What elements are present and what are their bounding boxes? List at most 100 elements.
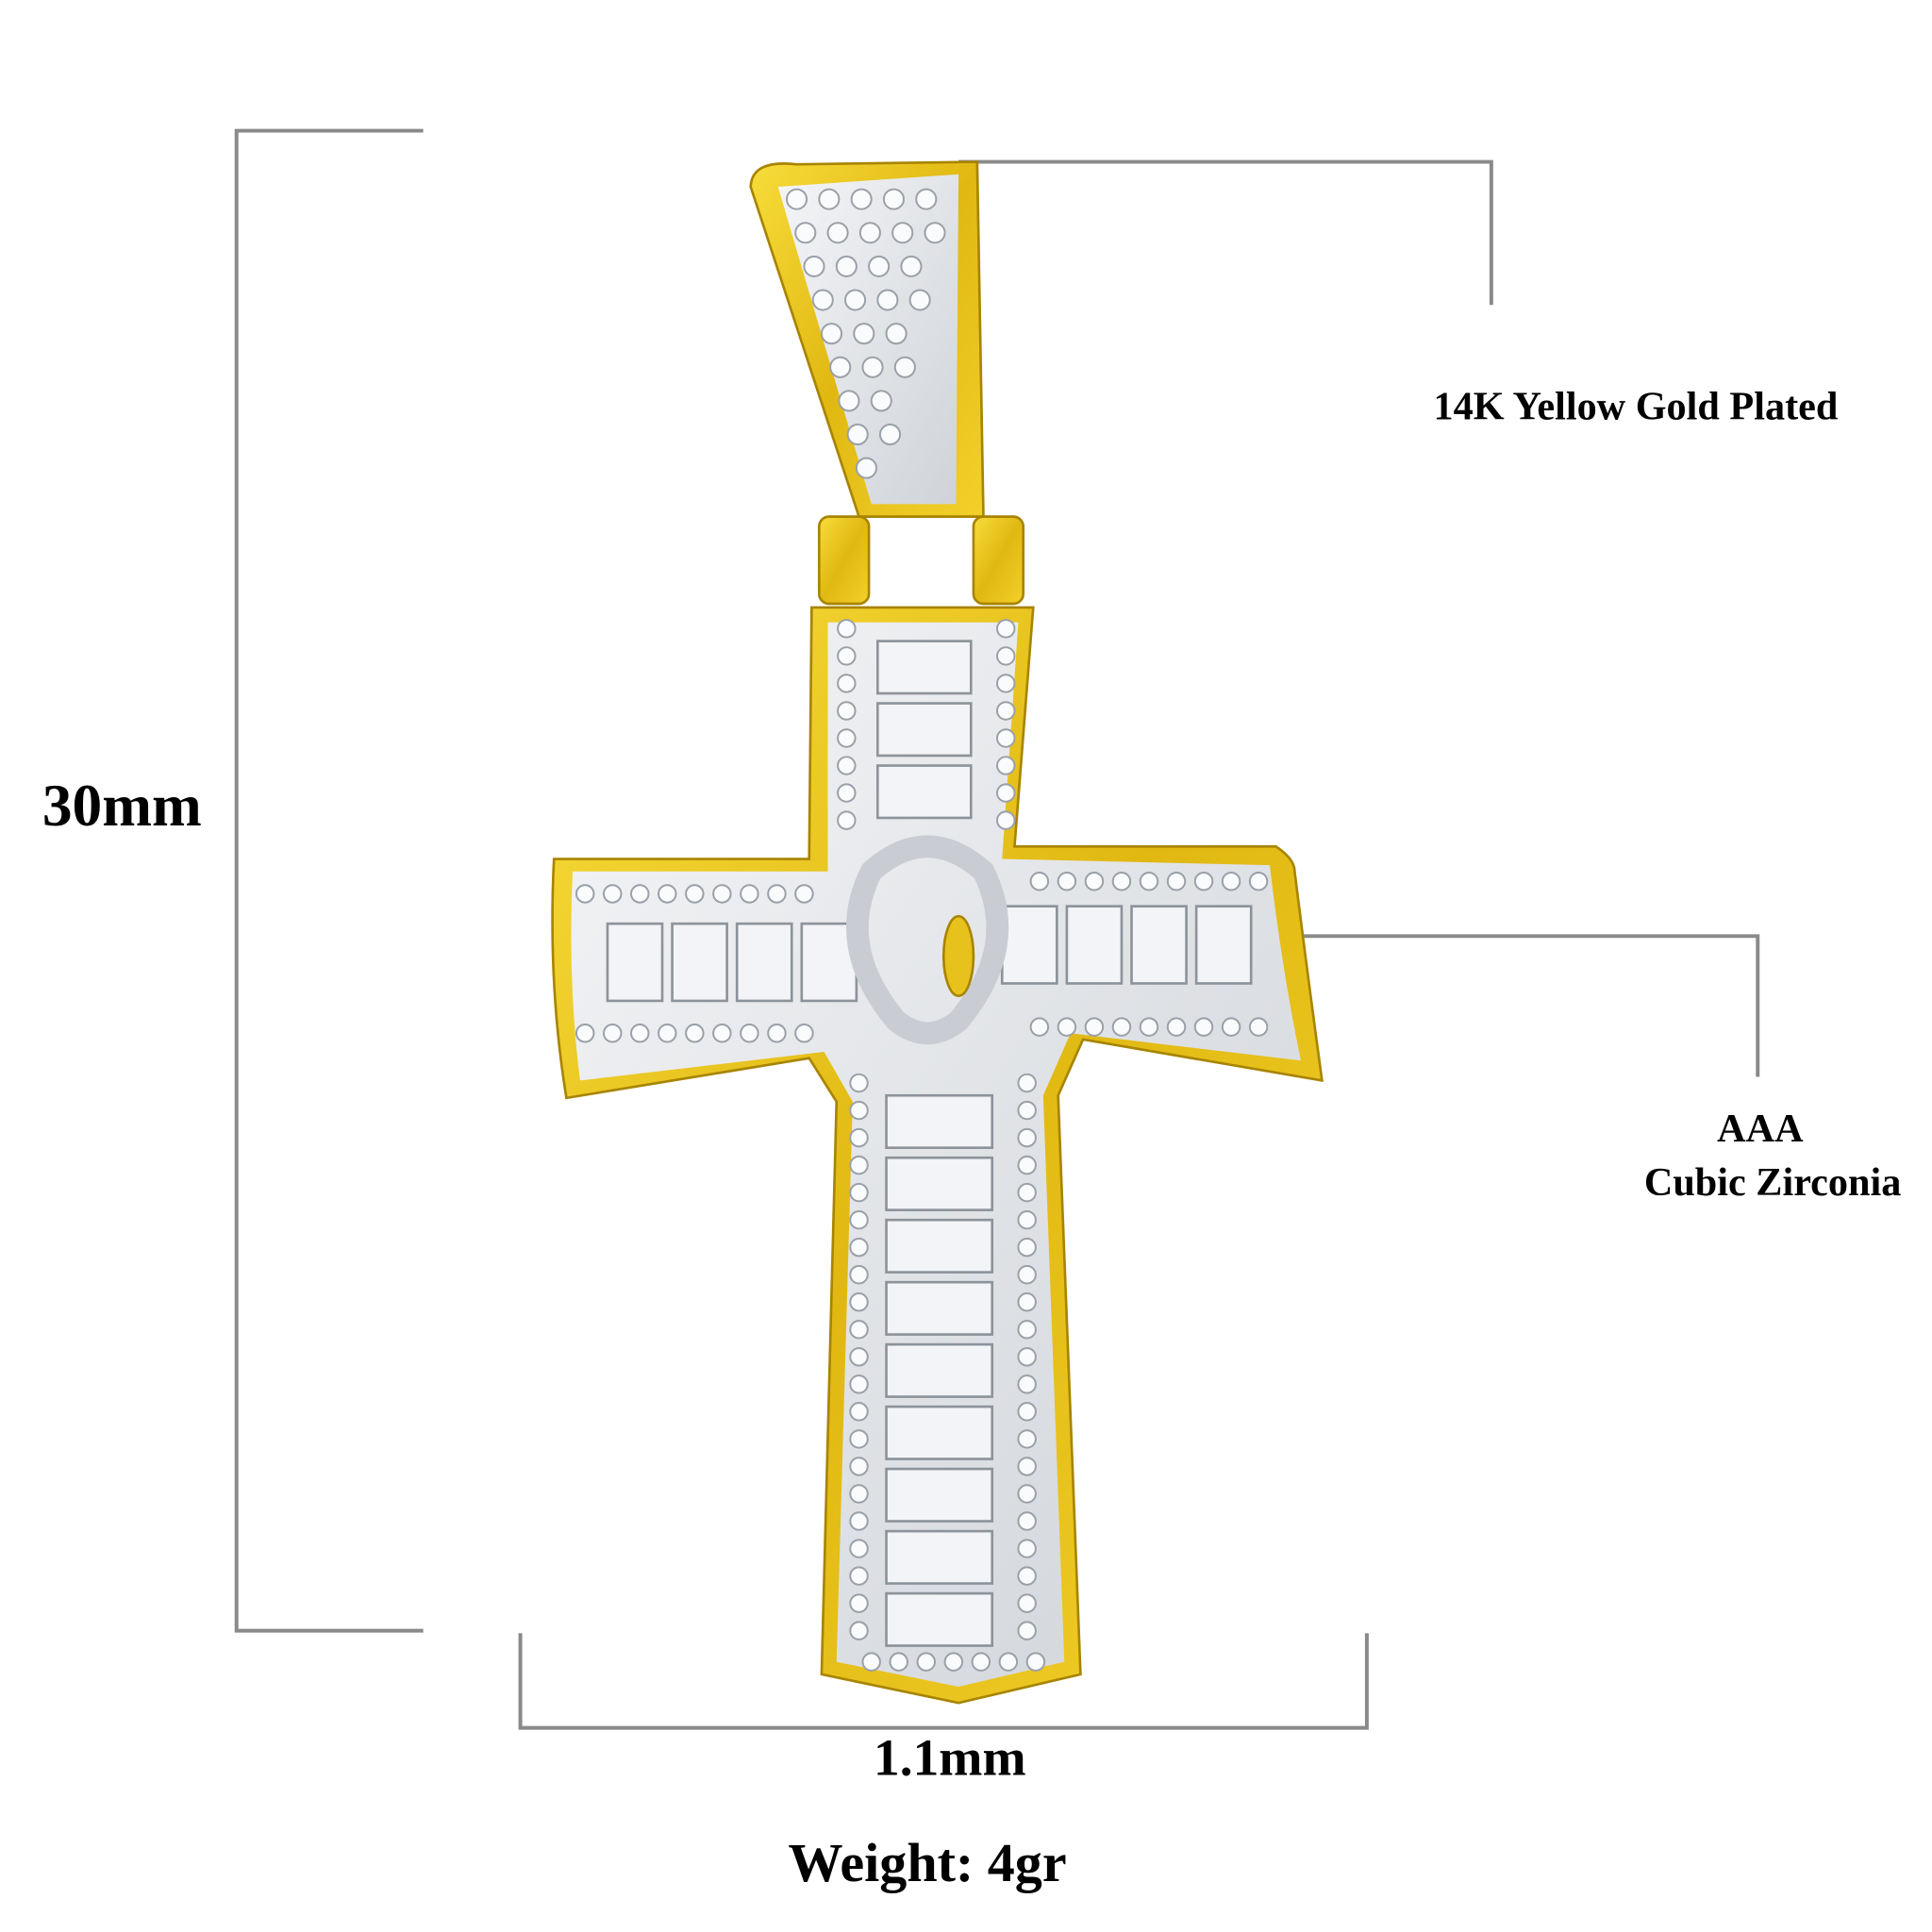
round-stone — [1193, 1017, 1214, 1037]
round-stone — [1017, 1347, 1037, 1367]
round-stone — [849, 1457, 869, 1476]
round-stone — [837, 810, 857, 830]
cross-pendant — [551, 188, 1324, 1705]
round-stone — [943, 1652, 964, 1672]
round-stone — [971, 1652, 991, 1672]
round-stone — [853, 323, 875, 345]
round-stone — [1029, 1017, 1050, 1037]
round-stone — [826, 222, 849, 244]
round-stone — [996, 728, 1016, 748]
round-stone — [1017, 1484, 1037, 1504]
round-stone — [837, 619, 857, 639]
baguette-stone — [885, 1280, 994, 1336]
round-stones — [575, 188, 1269, 1672]
round-stone — [837, 783, 857, 803]
round-stone — [740, 884, 759, 904]
baguette-stone — [885, 1591, 994, 1647]
round-stone — [803, 255, 825, 277]
weight-label: Weight: 4gr — [789, 1832, 1067, 1893]
round-stone — [998, 1652, 1019, 1672]
round-stone — [1139, 1017, 1159, 1037]
round-stone — [1017, 1374, 1037, 1394]
round-stone — [849, 1429, 869, 1449]
round-stone — [829, 356, 852, 378]
round-stone — [876, 289, 899, 311]
round-stone — [849, 1402, 869, 1422]
round-stone — [849, 1209, 869, 1230]
round-stone — [1017, 1209, 1037, 1230]
round-stone — [820, 323, 843, 345]
round-stone — [861, 356, 884, 378]
round-stone — [1017, 1539, 1037, 1558]
round-stone — [1111, 872, 1132, 891]
round-stone — [996, 701, 1016, 721]
round-stone — [835, 255, 858, 277]
baguette-stone — [885, 1405, 994, 1460]
round-stone — [1084, 872, 1105, 891]
baguette-stone — [735, 922, 793, 1003]
round-stone — [924, 222, 946, 244]
round-stone — [794, 1024, 814, 1043]
round-stone — [878, 423, 902, 446]
round-stone — [1017, 1402, 1037, 1422]
baguette-stone — [885, 1467, 994, 1523]
baguette-stone — [606, 922, 664, 1003]
baguette-stone — [885, 1342, 994, 1398]
round-stone — [850, 188, 873, 210]
round-stone — [1017, 1292, 1037, 1312]
round-stone — [1017, 1238, 1037, 1257]
round-stone — [658, 884, 677, 904]
baguette-stones — [606, 640, 1253, 1647]
round-stone — [603, 884, 623, 904]
round-stone — [1193, 872, 1214, 891]
width-label: 1.1mm — [874, 1729, 1026, 1787]
round-stone — [849, 1265, 869, 1285]
round-stone — [846, 423, 869, 446]
baguette-stone — [875, 702, 973, 758]
round-stone — [849, 1292, 869, 1312]
round-stone — [1029, 872, 1050, 891]
round-stone — [837, 756, 857, 775]
round-stone — [891, 222, 914, 244]
round-stone — [996, 783, 1016, 803]
round-stone — [1057, 872, 1077, 891]
round-stone — [794, 884, 814, 904]
baguette-stone — [875, 640, 973, 695]
round-stone — [1248, 872, 1269, 891]
stone-leader-line — [1257, 934, 1760, 1077]
round-stone — [1017, 1100, 1037, 1121]
round-stone — [630, 884, 650, 904]
round-stone — [1111, 1017, 1132, 1037]
round-stone — [1166, 872, 1187, 891]
height-bracket — [234, 128, 424, 1633]
round-stone — [575, 1024, 595, 1043]
stone-callout-type: Cubic Zirconia — [1644, 1160, 1902, 1205]
round-stone — [1017, 1155, 1037, 1175]
round-stone — [740, 1024, 759, 1043]
round-stone — [1221, 1017, 1241, 1037]
width-bracket — [518, 1633, 1369, 1730]
baguette-stone — [1194, 905, 1253, 985]
round-stone — [996, 756, 1016, 775]
round-stone — [849, 1320, 869, 1340]
height-label: 30mm — [42, 773, 202, 839]
round-stone — [1017, 1073, 1037, 1093]
round-stone — [1248, 1017, 1269, 1037]
pendant-bail — [749, 160, 1025, 606]
round-stone — [849, 1511, 869, 1531]
round-stone — [858, 222, 881, 244]
round-stone — [767, 884, 787, 904]
round-stone — [849, 1100, 869, 1121]
round-stone — [849, 1238, 869, 1257]
center-knot — [846, 835, 1009, 1044]
round-stone — [837, 728, 857, 748]
round-stone — [1057, 1017, 1077, 1037]
round-stone — [712, 884, 732, 904]
round-stone — [685, 884, 705, 904]
round-stone — [1025, 1652, 1046, 1672]
round-stone — [996, 646, 1016, 666]
round-stone — [868, 255, 891, 277]
metal-leader-line — [958, 159, 1493, 306]
